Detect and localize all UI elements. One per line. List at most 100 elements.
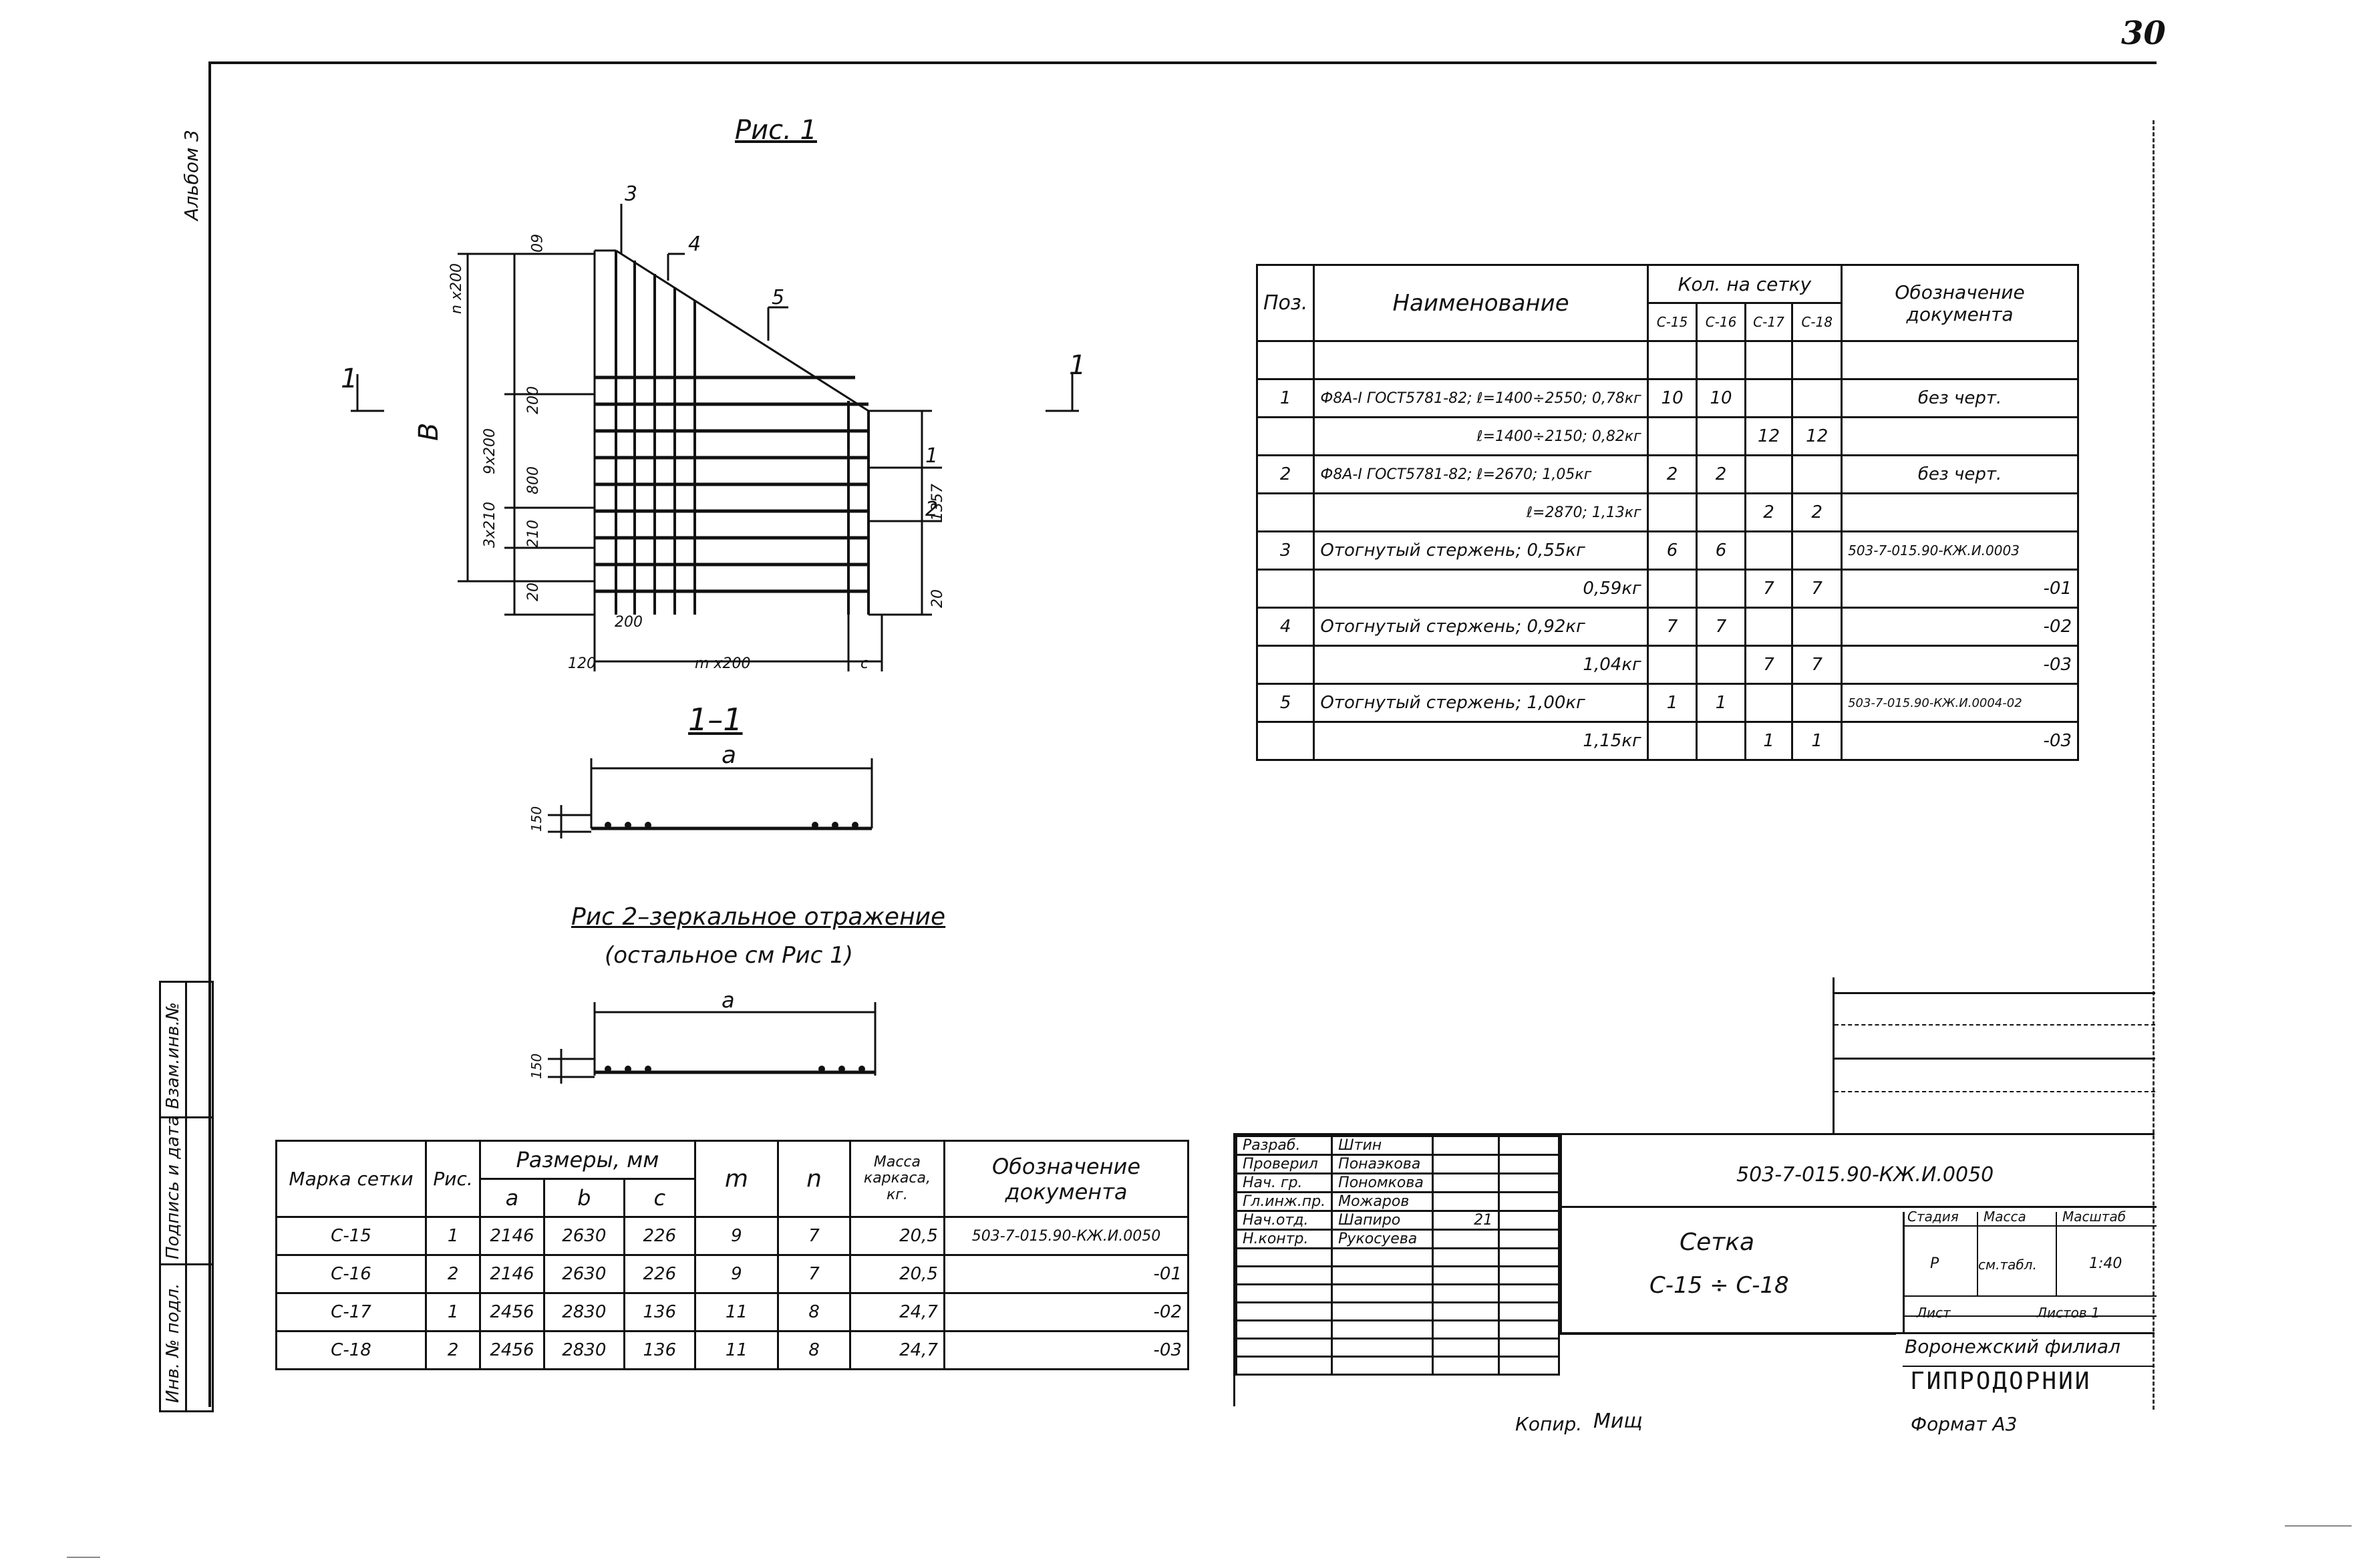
frame-right-edge [2153, 120, 2155, 1410]
marks-h-b: b [542, 1178, 625, 1218]
stage-value: Р [1930, 1255, 1939, 1272]
sheet-number: 30 [2121, 15, 2166, 52]
dim-800: 800 [525, 466, 542, 494]
spec-subheader-row: С-15 С-16 С-17 С-18 [1257, 302, 2078, 342]
marks-h-mass: Масса каркаса, кг. [848, 1140, 945, 1218]
role-row: Нач. гр.Пономкова [1235, 1172, 1560, 1193]
sheets-label: Листов 1 [2037, 1305, 2100, 1321]
section11-dim-150: 150 [528, 806, 544, 832]
side-sign-date-label: Подпись и дата [163, 1115, 183, 1259]
marks-h-doc: Обозначение документа [943, 1140, 1190, 1218]
fig1-drawing: 60 n x200 B 200 9x200 800 3x210 210 20 1… [341, 182, 1086, 672]
mass-label: Масса [1984, 1209, 2026, 1225]
marks-h-mark: Марка сетки [275, 1140, 427, 1218]
dim-120: 120 [568, 655, 596, 672]
stage-label: Стадия [1907, 1209, 1959, 1225]
side-replaced-label: Взам.инв.№ [163, 1002, 183, 1109]
spec-header-row: Поз. Наименование Кол. на сетку Обозначе… [1255, 264, 2079, 342]
section-mark-left: 1 [341, 363, 357, 394]
mass-value: см.табл. [1978, 1257, 2037, 1273]
role-row [1235, 1301, 1560, 1321]
side-inv-label: Инв. № подл. [163, 1283, 183, 1403]
marks-table: Марка сетки Рис. Размеры, мм m n Масса к… [275, 1140, 1190, 1370]
marks-h-c: c [623, 1178, 696, 1218]
side-strip [159, 981, 214, 1412]
spec-h-name: Наименование [1313, 264, 1649, 342]
spec-h-doc: Обозначение документа [1841, 264, 2079, 342]
dim-B: B [414, 423, 444, 441]
role-row: Разраб.Штин [1235, 1135, 1560, 1156]
marks-h-n: n [777, 1140, 851, 1218]
dim-20-right: 20 [929, 589, 946, 608]
fig2-subtitle: (остальное см Рис 1) [605, 942, 854, 969]
section11-dim-a: a [722, 748, 736, 769]
dim-9x200: 9x200 [482, 428, 498, 474]
doc-code: 503-7-015.90-КЖ.И.0050 [1736, 1163, 1994, 1187]
dim-200: 200 [525, 386, 542, 414]
section-mark-right: 1 [1069, 350, 1086, 381]
drawing-frame [208, 61, 2157, 1407]
callout-2: 2 [925, 498, 938, 521]
role-row [1235, 1283, 1560, 1303]
sheet-label: Лист [1917, 1305, 1951, 1321]
marks-subheader-row: a b c [277, 1178, 1189, 1218]
dim-60: 60 [527, 234, 544, 253]
org2: ГИПРОДОРНИИ [1910, 1368, 2092, 1395]
dim-3x210: 3x210 [482, 502, 498, 548]
role-row [1235, 1247, 1560, 1267]
fig2-dim-150: 150 [528, 1054, 544, 1079]
role-row [1235, 1319, 1560, 1340]
marks-h-dims: Размеры, мм [479, 1140, 696, 1180]
spec-h-c17: С-17 [1744, 302, 1794, 342]
section11-drawing: a 150 [528, 748, 873, 838]
table-row [1255, 340, 2079, 380]
role-row: Н.контр.Рукосуева [1235, 1229, 1560, 1249]
fig2-title: Рис 2–зеркальное отражение [571, 903, 946, 931]
item-range: С-15 ÷ С-18 [1649, 1272, 1789, 1299]
dim-20-left: 20 [525, 583, 542, 601]
item-name: Сетка [1680, 1229, 1755, 1256]
callout-4: 4 [688, 232, 701, 256]
spec-h-pos: Поз. [1255, 264, 1315, 342]
bottom-right-mark [2285, 1525, 2352, 1527]
copier-signature: Мищ [1593, 1410, 1643, 1433]
spec-h-qty: Кол. на сетку [1646, 264, 1843, 304]
callout-3: 3 [625, 182, 637, 206]
bottom-left-mark [67, 1557, 100, 1558]
format-label: Формат А3 [1911, 1413, 2018, 1435]
section11-title: 1–1 [688, 701, 743, 738]
callout-1: 1 [925, 444, 938, 468]
role-row: Гл.инж.пр.Можаров [1235, 1191, 1560, 1212]
scale-value: 1:40 [2089, 1255, 2122, 1272]
copied-label: Копир. [1515, 1413, 1583, 1435]
role-row [1235, 1356, 1560, 1376]
dim-nx200: n x200 [448, 263, 465, 314]
marks-header-row: Марка сетки Рис. Размеры, мм m n Масса к… [275, 1140, 1190, 1218]
marks-h-a: a [479, 1178, 545, 1218]
dim-200-bottom: 200 [615, 614, 643, 631]
dim-210: 210 [525, 520, 542, 548]
spec-h-c16: С-16 [1696, 302, 1746, 342]
spec-table: Поз. Наименование Кол. на сетку Обозначе… [1255, 264, 2079, 761]
album-label: Альбом 3 [180, 130, 202, 220]
scale-label: Масштаб [2062, 1209, 2126, 1225]
dim-c: c [860, 655, 868, 672]
spec-h-c15: С-15 [1646, 302, 1698, 342]
role-row [1235, 1338, 1560, 1358]
fig2-drawing: a 150 [528, 995, 877, 1084]
